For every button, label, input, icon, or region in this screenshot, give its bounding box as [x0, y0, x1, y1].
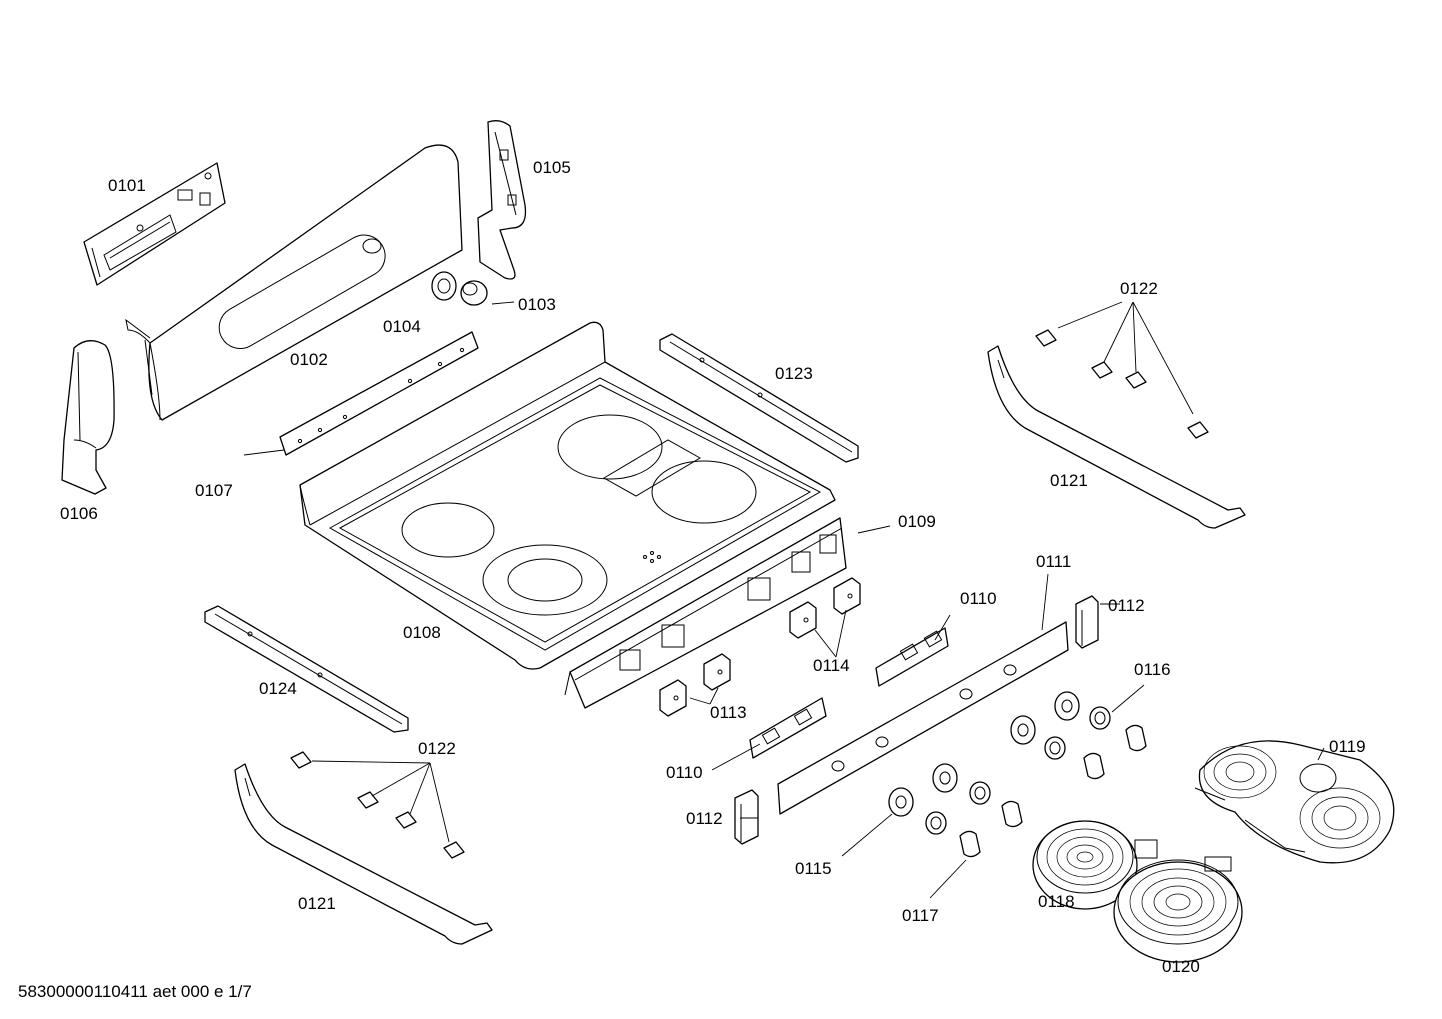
label-0119: 0119 [1329, 737, 1366, 756]
label-0121-left: 0121 [298, 894, 336, 913]
label-0112-right: 0112 [1108, 596, 1145, 615]
rail-0123 [659, 333, 859, 463]
panel-strip-0111 [777, 621, 1069, 815]
heating-element-0120 [1113, 856, 1243, 963]
label-0117: 0117 [902, 906, 939, 925]
end-piece-0112-left [734, 789, 759, 845]
label-0107: 0107 [195, 481, 233, 500]
bracket-strip-0107 [279, 331, 479, 456]
label-0105: 0105 [533, 158, 571, 177]
label-0108: 0108 [403, 623, 441, 642]
label-0103: 0103 [518, 295, 556, 314]
switch-0113-a [659, 679, 687, 717]
label-0120: 0120 [1162, 957, 1200, 976]
bridge-element-0119 [1194, 740, 1395, 864]
label-0113: 0113 [710, 703, 747, 722]
side-rail-0121-right [987, 345, 1246, 529]
label-0101: 0101 [108, 176, 146, 195]
rail-0124 [204, 605, 409, 733]
label-0121-right: 0121 [1050, 471, 1088, 490]
label-0123: 0123 [775, 364, 813, 383]
cooktop-0108 [299, 321, 836, 670]
switch-0113-b [703, 653, 731, 691]
label-0115: 0115 [795, 859, 832, 878]
drawing-reference-footer: 58300000110411 aet 000 e 1/7 [18, 982, 252, 1001]
front-frame-0109 [564, 517, 847, 709]
label-0118: 0118 [1038, 892, 1075, 911]
control-knobs-0117 [959, 724, 1147, 858]
clips-0122-lower [290, 751, 465, 859]
label-0122-lower: 0122 [418, 739, 456, 758]
label-0124: 0124 [259, 679, 297, 698]
control-panel-0102 [125, 144, 463, 421]
leader-lines [243, 301, 1325, 899]
dial-rings-0115 [888, 691, 1080, 817]
label-0110-upper: 0110 [960, 589, 997, 608]
side-rail-0121-left [234, 763, 493, 945]
clips-0122-upper [1035, 329, 1209, 439]
bracket-0110-upper [875, 627, 949, 687]
label-0109: 0109 [898, 512, 936, 531]
bezel-rings-0116 [925, 706, 1111, 835]
control-board-0101 [83, 162, 226, 286]
end-cap-0105 [477, 120, 527, 280]
label-0110-lower: 0110 [666, 763, 703, 782]
label-0106: 0106 [60, 504, 98, 523]
bracket-0110-lower [749, 697, 827, 759]
switch-0114-b [833, 577, 861, 615]
switch-0114-a [789, 601, 817, 639]
knob-0103 [460, 280, 488, 306]
label-0114: 0114 [813, 656, 850, 675]
label-0104: 0104 [383, 317, 421, 336]
label-0111: 0111 [1036, 552, 1072, 571]
end-piece-0112-right [1075, 595, 1099, 649]
label-0122-upper: 0122 [1120, 279, 1158, 298]
heating-element-0118 [1032, 820, 1158, 910]
knob-ring-0104 [431, 271, 457, 301]
label-0102: 0102 [290, 350, 328, 369]
label-0112-left: 0112 [686, 809, 723, 828]
end-cap-0106 [61, 340, 115, 495]
label-0116: 0116 [1134, 660, 1171, 679]
